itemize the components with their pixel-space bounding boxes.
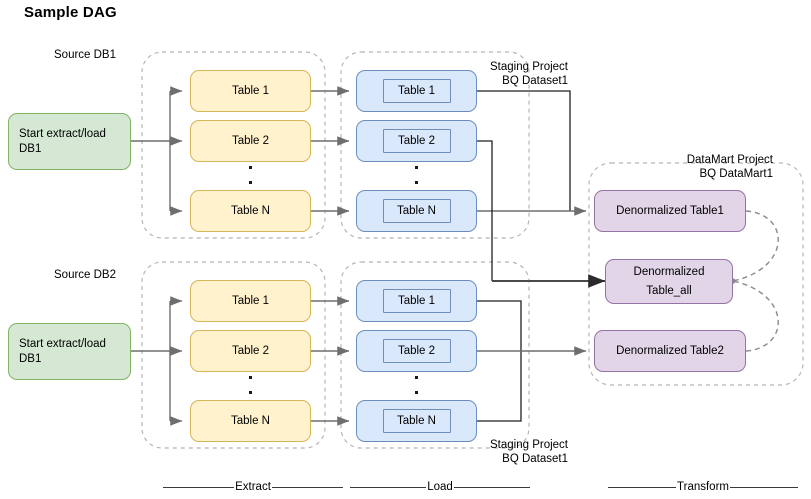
ellipsis-dot bbox=[415, 181, 418, 184]
node-label: Table 2 bbox=[231, 134, 270, 147]
load-bottom-table-2[interactable]: Table 2 bbox=[356, 330, 477, 372]
node-label: Table N bbox=[231, 414, 270, 427]
load-bottom-table-n[interactable]: Table N bbox=[356, 400, 477, 442]
phase-transform: Transform bbox=[608, 481, 799, 493]
denormalized-table-all[interactable]: Denormalized Table_all bbox=[605, 259, 733, 304]
node-label: Table 1 bbox=[231, 294, 270, 307]
start-extract-load-db1-bottom[interactable]: Start extract/load DB1 bbox=[8, 323, 131, 380]
ellipsis-dot bbox=[415, 166, 418, 169]
phase-transform-label: Transform bbox=[677, 481, 729, 493]
phase-load-label: Load bbox=[427, 481, 453, 493]
group-label-source-db2: Source DB2 bbox=[54, 269, 117, 281]
node-label-line1: Denormalized bbox=[633, 265, 705, 278]
extract-bottom-table-2[interactable]: Table 2 bbox=[190, 330, 311, 372]
ellipsis-dot bbox=[249, 181, 252, 184]
denormalized-table2[interactable]: Denormalized Table2 bbox=[594, 330, 746, 372]
group-label-staging-top: Staging Project BQ Dataset1 bbox=[490, 61, 568, 87]
phase-rail-right bbox=[453, 486, 530, 488]
load-top-table-2[interactable]: Table 2 bbox=[356, 120, 477, 162]
start-extract-load-db1-top[interactable]: Start extract/load DB1 bbox=[8, 113, 131, 170]
group-label-source-db1: Source DB1 bbox=[54, 49, 117, 61]
phase-rail-right bbox=[271, 486, 344, 488]
group-label-staging-bottom: Staging Project BQ Dataset1 bbox=[490, 439, 568, 465]
phase-rail-left bbox=[608, 486, 677, 488]
page-title: Sample DAG bbox=[24, 4, 117, 21]
node-label-line2: Table_all bbox=[646, 284, 692, 297]
node-label: Denormalized Table2 bbox=[616, 344, 724, 357]
ellipsis-dot bbox=[249, 391, 252, 394]
extract-top-table-n[interactable]: Table N bbox=[190, 190, 311, 232]
load-table-inner: Table 2 bbox=[382, 339, 451, 363]
node-label: Table N bbox=[231, 204, 270, 217]
ellipsis-dot bbox=[415, 376, 418, 379]
phase-rail-left bbox=[163, 486, 235, 488]
load-table-inner: Table 2 bbox=[382, 129, 451, 153]
ellipsis-dot bbox=[249, 376, 252, 379]
ellipsis-dot bbox=[415, 391, 418, 394]
load-table-inner: Table 1 bbox=[382, 289, 451, 313]
load-table-inner: Table 1 bbox=[382, 79, 451, 103]
node-label: Table 2 bbox=[231, 344, 270, 357]
group-label-datamart: DataMart Project BQ DataMart1 bbox=[686, 154, 773, 180]
phase-rail-left bbox=[350, 486, 427, 488]
load-top-table-n[interactable]: Table N bbox=[356, 190, 477, 232]
phase-extract: Extract bbox=[163, 481, 344, 493]
load-table-inner: Table N bbox=[382, 409, 451, 433]
extract-bottom-table-n[interactable]: Table N bbox=[190, 400, 311, 442]
phase-rail-right bbox=[730, 486, 799, 488]
phase-extract-label: Extract bbox=[235, 481, 271, 493]
load-table-inner: Table N bbox=[382, 199, 451, 223]
extract-bottom-table-1[interactable]: Table 1 bbox=[190, 280, 311, 322]
denormalized-table1[interactable]: Denormalized Table1 bbox=[594, 190, 746, 232]
load-bottom-table-1[interactable]: Table 1 bbox=[356, 280, 477, 322]
load-top-table-1[interactable]: Table 1 bbox=[356, 70, 477, 112]
node-label: Denormalized Table1 bbox=[616, 204, 724, 217]
start-node-label-top: Start extract/load DB1 bbox=[19, 127, 106, 155]
start-node-label-bottom: Start extract/load DB1 bbox=[19, 337, 106, 365]
extract-top-table-2[interactable]: Table 2 bbox=[190, 120, 311, 162]
extract-top-table-1[interactable]: Table 1 bbox=[190, 70, 311, 112]
node-label: Table 1 bbox=[231, 84, 270, 97]
ellipsis-dot bbox=[249, 166, 252, 169]
phase-load: Load bbox=[350, 481, 530, 493]
